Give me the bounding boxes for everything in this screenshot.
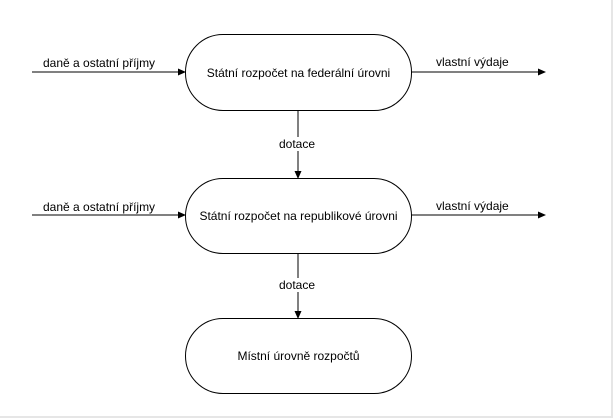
node-local-budgets[interactable]: Místní úrovně rozpočtů xyxy=(185,318,412,394)
node-local-budgets-label: Místní úrovně rozpočtů xyxy=(237,349,360,363)
income-label-republic: daně a ostatní příjmy xyxy=(43,200,156,214)
node-federal-budget-label: Státní rozpočet na federální úrovni xyxy=(206,65,391,80)
node-federal-budget[interactable]: Státní rozpočet na federální úrovni xyxy=(185,34,412,111)
income-label-federal: daně a ostatní příjmy xyxy=(43,56,156,70)
node-republic-budget-label: Státní rozpočet na republikové úrovni xyxy=(199,209,398,223)
grant-label-federal-to-republic: dotace xyxy=(279,137,316,151)
expense-label-federal: vlastní výdaje xyxy=(436,55,509,69)
expense-label-republic: vlastní výdaje xyxy=(436,199,509,213)
node-republic-budget[interactable]: Státní rozpočet na republikové úrovni xyxy=(185,178,412,254)
grant-label-republic-to-local: dotace xyxy=(279,278,316,292)
